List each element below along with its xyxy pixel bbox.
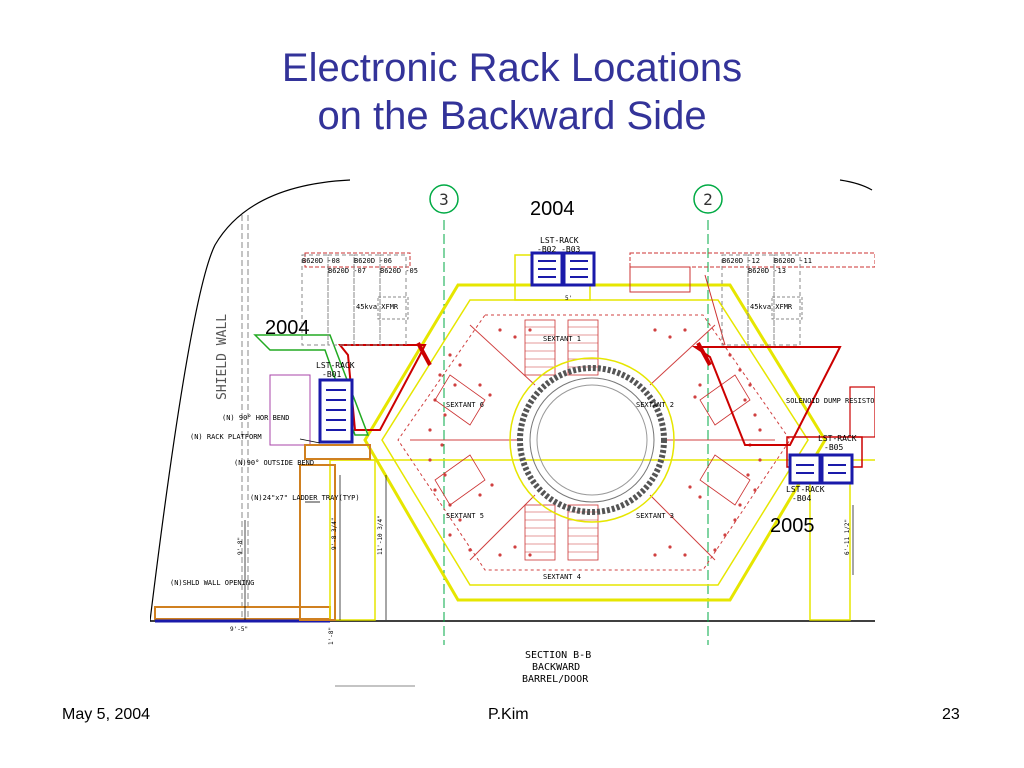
xfmr-right-label: 45kva XFMR <box>750 303 793 311</box>
left-bracket-arm <box>416 342 432 366</box>
barrel-outer-ring <box>509 357 675 523</box>
sextant-2-label: SEXTANT 2 <box>636 401 674 409</box>
dim-2: 5' <box>565 295 572 302</box>
platform-leader <box>299 438 321 444</box>
sextant-spokes <box>410 324 775 561</box>
outside-bend-note: (N)90° OUTSIDE BEND <box>234 459 314 467</box>
title-line-1: Electronic Rack Locations <box>281 46 743 90</box>
b620d-05-label: B620D -05 <box>380 267 418 275</box>
section-line-1: SECTION B-B <box>525 650 591 661</box>
dim-7: 9'-5" <box>230 626 248 633</box>
outer-wall-right <box>839 179 873 191</box>
right-rack-top-id: -B05 <box>824 443 843 452</box>
xfmr-left-label: 45kva XFMR <box>356 303 399 311</box>
lst-rack-b01 <box>318 378 354 444</box>
solenoid-box <box>849 386 875 438</box>
sextant-hatch-blocks <box>434 319 751 561</box>
sextant-4-label: SEXTANT 4 <box>543 573 581 581</box>
year-label-left: 2004 <box>265 317 310 339</box>
b620d-13-label: B620D -13 <box>748 267 786 275</box>
top-tray-right <box>629 252 875 268</box>
inner-octagon-frame <box>381 299 809 586</box>
b620d-06-label: B620D -06 <box>354 257 392 265</box>
gridline-2-bubble <box>693 184 723 214</box>
engineering-drawing: SHIELD WALL 3 2 <box>150 175 875 695</box>
tray-drop-line <box>704 274 726 346</box>
gridline-2-label: 2 <box>703 190 713 209</box>
b620d-12-label: B620D -12 <box>722 257 760 265</box>
dim-5: 6'-11 1/2" <box>844 519 851 555</box>
ladder-tray-note: (N)24"x7" LADDER TRAY(TYP) <box>250 494 360 502</box>
dim-1: 9'-8" <box>237 537 244 555</box>
left-cable-purple <box>269 374 311 446</box>
section-drawing-svg: SHIELD WALL 3 2 <box>150 179 875 687</box>
barrel-crystal-ring <box>517 365 667 515</box>
barrel-core-ring <box>536 384 648 496</box>
sextant-hatch-lines <box>525 326 598 553</box>
lst-rack-b03 <box>562 251 596 287</box>
xfmr-right-box <box>771 296 803 320</box>
right-rack-bottom-title: LST-RACK <box>786 485 825 494</box>
footer-date: May 5, 2004 <box>62 706 151 723</box>
dim-3: 9'-8 3/4" <box>331 517 338 550</box>
right-rack-top-title: LST-RACK <box>818 434 857 443</box>
section-line-2: BACKWARD <box>532 662 580 673</box>
right-rack-bottom-id: -B04 <box>792 494 811 503</box>
left-cable-tray-green <box>253 334 370 436</box>
dim-6: 1'-8" <box>328 627 335 645</box>
sextant-5-label: SEXTANT 5 <box>446 512 484 520</box>
top-tray-left <box>304 252 411 268</box>
sextant-3-label: SEXTANT 3 <box>636 512 674 520</box>
left-rack-platform <box>304 444 371 460</box>
barrel-inner-ring <box>529 377 655 503</box>
gridline-3-bubble <box>429 184 459 214</box>
gridline-3-label: 3 <box>439 190 449 209</box>
left-rack-bracket <box>337 344 427 431</box>
lst-rack-b04 <box>788 453 854 485</box>
year-label-right: 2005 <box>770 515 815 537</box>
right-bracket-arm <box>696 342 712 366</box>
title-line-2: on the Backward Side <box>317 94 707 138</box>
b620d-11-label: B620D -11 <box>774 257 812 265</box>
b620d-08-label: B620D -08 <box>302 257 340 265</box>
iron-hexagon <box>397 314 791 571</box>
shield-wall-label: SHIELD WALL <box>215 314 230 400</box>
hor-bend-note: (N) 90° HOR BEND <box>222 414 289 422</box>
left-rack-id: -B01 <box>322 370 341 379</box>
slide-title: Electronic Rack Locations on the Backwar… <box>0 44 1024 140</box>
footer-page-number: 23 <box>942 706 960 723</box>
outer-wall-curve <box>150 179 351 622</box>
right-rack-bracket <box>691 346 842 446</box>
b620d-cabinets <box>301 254 801 346</box>
xfmr-left-box <box>377 296 409 320</box>
shield-opening-note: (N)SHLD WALL OPENING <box>170 579 254 587</box>
top-rack-ids: -B02 -B03 <box>537 245 581 254</box>
footer-author: P.Kim <box>488 706 529 723</box>
ladder-tray <box>299 464 336 621</box>
dim-4: 11'-10 3/4" <box>377 515 384 555</box>
outer-octagon-frame <box>363 283 827 602</box>
solenoid-note: SOLENOID DUMP RESISTOR <box>786 397 875 405</box>
left-rack-title: LST-RACK <box>316 361 355 370</box>
lst-rack-b02 <box>530 251 564 287</box>
top-rack-title: LST-RACK <box>540 236 579 245</box>
b620d-07-label: B620D -07 <box>328 267 366 275</box>
rack-platform-note: (N) RACK PLATFORM <box>190 433 262 441</box>
top-tray-riser <box>629 266 691 293</box>
section-line-3: BARREL/DOOR <box>522 674 589 685</box>
year-label-top: 2004 <box>530 198 575 220</box>
sextant-6-label: SEXTANT 6 <box>446 401 484 409</box>
sextant-1-label: SEXTANT 1 <box>543 335 581 343</box>
